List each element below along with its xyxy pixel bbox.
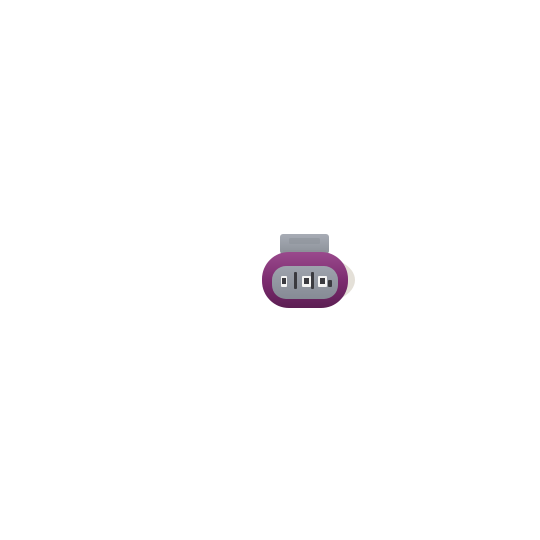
terminal-cavities [281,272,332,289]
